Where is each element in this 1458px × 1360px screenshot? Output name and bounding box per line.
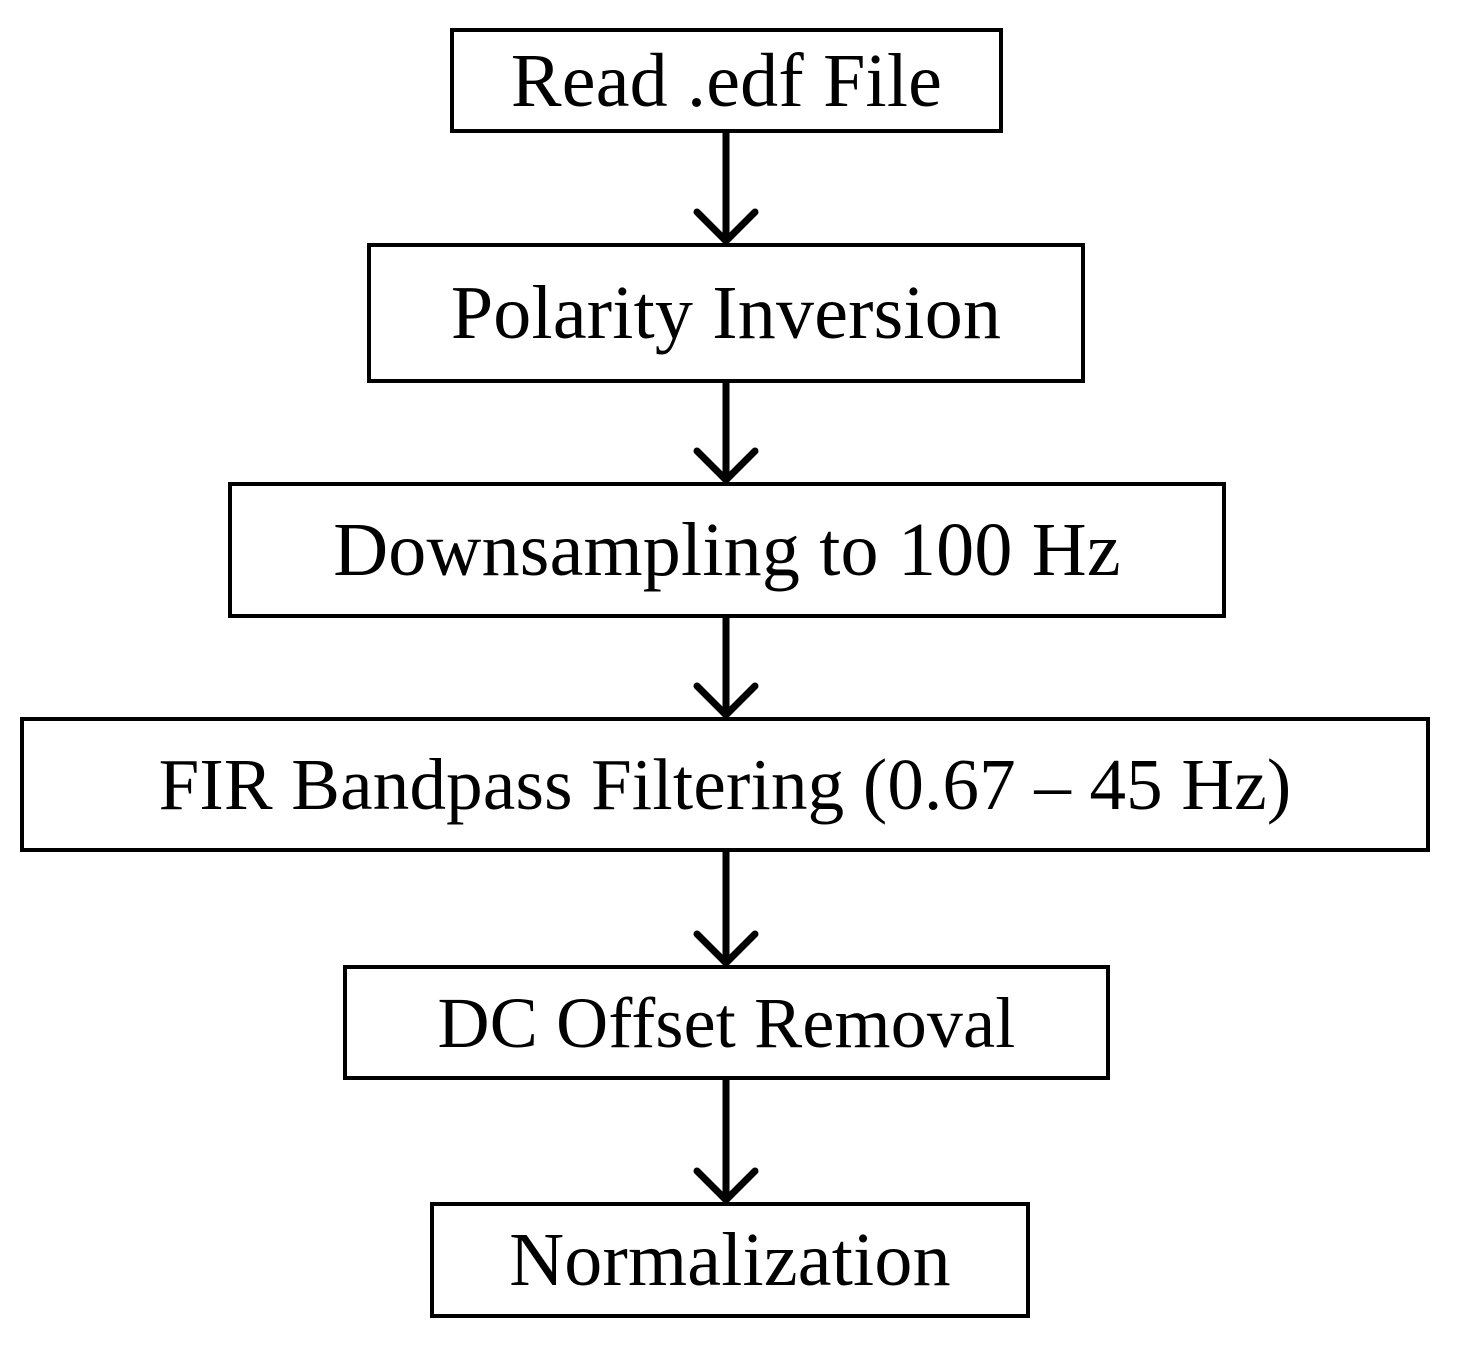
process-node-label: Downsampling to 100 Hz [333, 508, 1121, 592]
arrowhead-icon [693, 1167, 759, 1204]
process-node-label: FIR Bandpass Filtering (0.67 – 45 Hz) [158, 744, 1292, 825]
arrowhead-icon [693, 682, 759, 719]
edge-downsampling-to-fir [693, 618, 759, 719]
process-node-normalization: Normalization [430, 1202, 1030, 1318]
process-node-downsampling: Downsampling to 100 Hz [228, 482, 1226, 618]
edge-read-edf-to-polarity [693, 133, 759, 245]
process-node-polarity-inversion: Polarity Inversion [367, 243, 1085, 383]
edge-fir-to-dc-offset [693, 852, 759, 967]
edge-polarity-to-downsampling [693, 383, 759, 484]
arrowhead-icon [693, 208, 759, 245]
process-node-label: Read .edf File [510, 38, 943, 123]
arrowhead-icon [693, 930, 759, 967]
process-node-label: Normalization [509, 1218, 951, 1302]
process-node-label: Polarity Inversion [450, 271, 1002, 355]
process-node-label: DC Offset Removal [437, 982, 1016, 1063]
process-node-fir-bandpass-filtering: FIR Bandpass Filtering (0.67 – 45 Hz) [20, 717, 1430, 852]
process-node-read-edf: Read .edf File [450, 28, 1003, 133]
arrowhead-icon [693, 447, 759, 484]
edge-dc-offset-to-normalization [693, 1080, 759, 1204]
process-node-dc-offset-removal: DC Offset Removal [343, 965, 1110, 1080]
